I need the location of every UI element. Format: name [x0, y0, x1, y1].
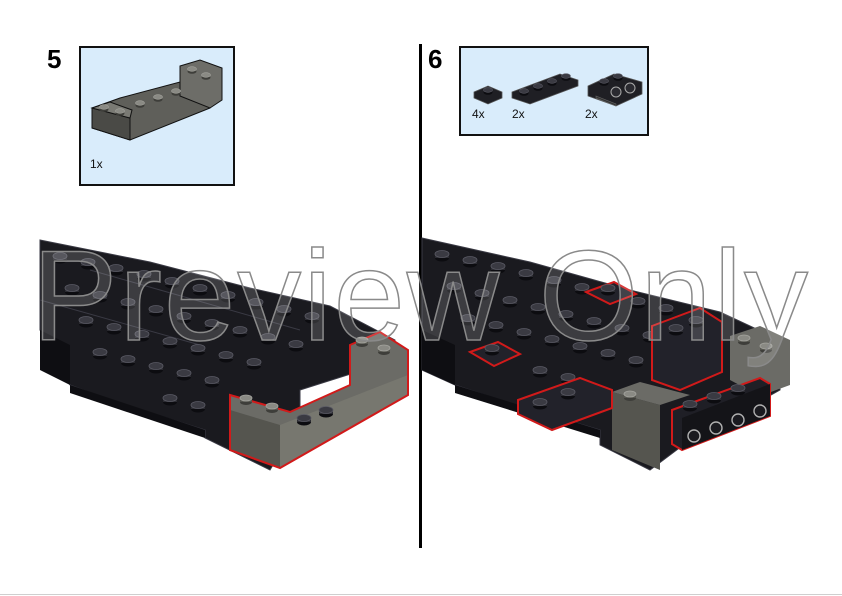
part-qty-bracket-brick: 1x: [90, 157, 103, 171]
step-6-build: [421, 237, 790, 471]
step-6-new-bracket-plates: [671, 376, 771, 452]
step-5-new-bracket: [229, 330, 409, 470]
part-image-bracket-plate: [587, 73, 643, 107]
step-6-number: 6: [428, 44, 443, 74]
part-qty-bracket-plate: 2x: [585, 107, 598, 121]
part-image-plate-1x4: [511, 73, 579, 105]
page-bottom-rule: [0, 594, 842, 595]
part-qty-plate-1x1: 4x: [472, 107, 485, 121]
step-5-number: 5: [47, 44, 62, 74]
part-image-bracket-brick: [90, 59, 223, 141]
step-5-build: [39, 239, 409, 471]
part-qty-plate-1x4: 2x: [512, 107, 525, 121]
step-divider: [419, 44, 422, 548]
part-image-plate-1x1: [473, 85, 503, 105]
